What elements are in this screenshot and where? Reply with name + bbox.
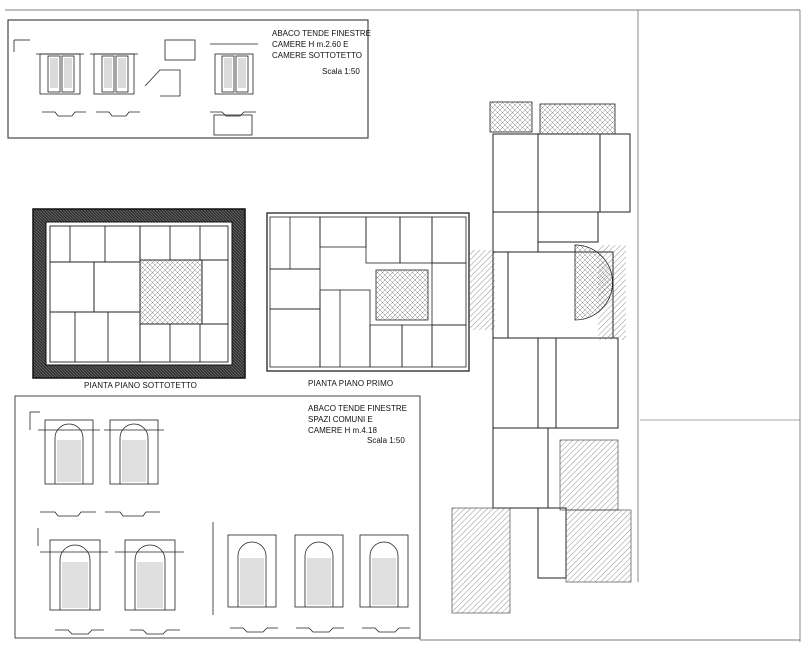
abaco-top-title-line-1: ABACO TENDE FINESTRE <box>272 29 371 38</box>
first-floor-plan <box>266 212 495 372</box>
abaco-bottom-title-line-1: ABACO TENDE FINESTRE <box>308 404 407 413</box>
abaco-top-box <box>7 19 369 139</box>
attic-floor-plan <box>32 208 246 379</box>
abaco-top-title-line-3: CAMERE SOTTOTETTO <box>272 51 362 60</box>
abaco-bottom-title-line-2: SPAZI COMUNI E <box>308 415 373 424</box>
attic-plan-caption: PIANTA PIANO SOTTOTETTO <box>84 381 197 390</box>
first-floor-plan-caption: PIANTA PIANO PRIMO <box>308 379 394 388</box>
abaco-top-scale: Scala 1:50 <box>322 67 360 76</box>
abaco-bottom-scale: Scala 1:50 <box>367 436 405 445</box>
abaco-bottom-box <box>14 395 421 639</box>
abaco-bottom-title-line-3: CAMERE H m.4.18 <box>308 426 377 435</box>
abaco-top-title-line-2: CAMERE H m.2.60 E <box>272 40 349 49</box>
right-wing-plan <box>451 101 632 614</box>
